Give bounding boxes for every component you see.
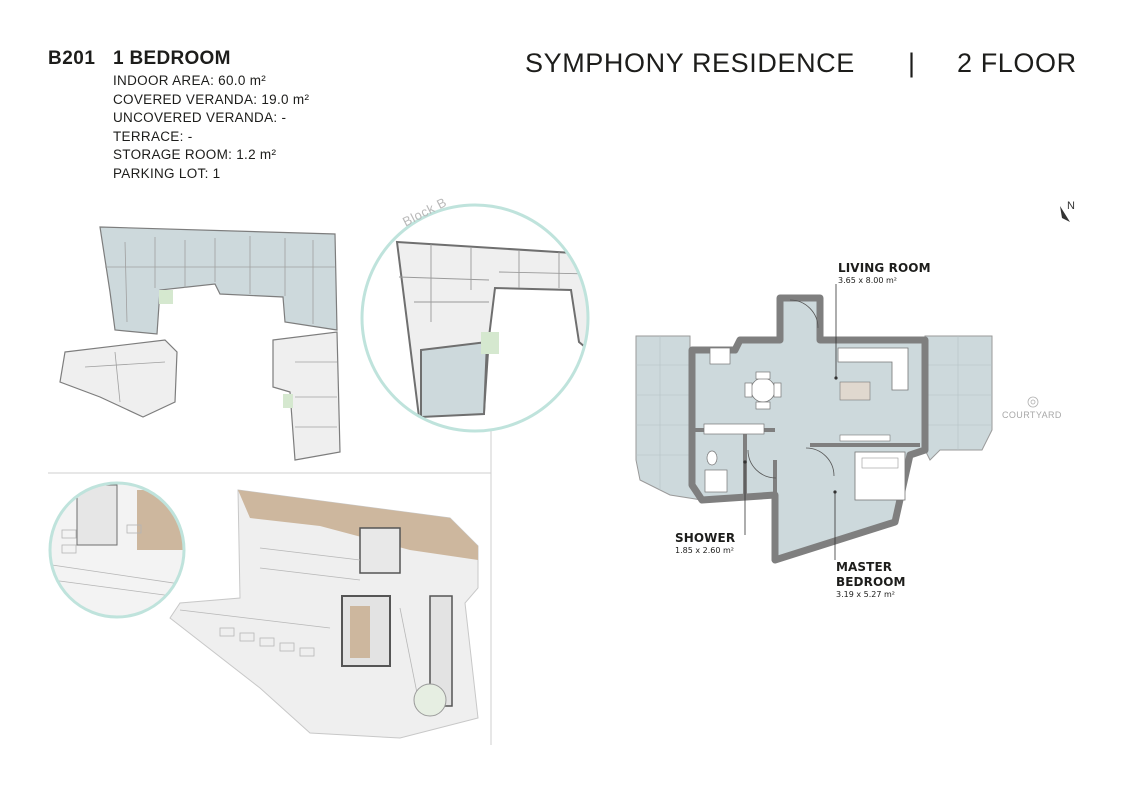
spec-indoor-area: INDOOR AREA: 60.0 m² <box>113 73 267 88</box>
master-bedroom-label: MASTER BEDROOM 3.19 x 5.27 m² <box>836 560 906 600</box>
spec-parking-lot: PARKING LOT: 1 <box>113 165 221 181</box>
shower-size: 1.85 x 2.60 m² <box>675 546 734 555</box>
unit-spec-list: INDOOR AREA: 60.0 m² COVERED VERANDA: 19… <box>113 72 309 183</box>
living-room-size: 3.65 x 8.00 m² <box>838 276 897 285</box>
block-zoom-circle <box>360 203 590 433</box>
site-zoom-circle <box>48 481 186 619</box>
living-room-label: LIVING ROOM 3.65 x 8.00 m² <box>838 261 931 286</box>
spec-covered-veranda: COVERED VERANDA: 19.0 m² <box>113 91 310 107</box>
unit-type: 1 BEDROOM <box>113 48 231 69</box>
project-title: SYMPHONY RESIDENCE <box>525 48 855 78</box>
title-separator: | <box>908 48 916 78</box>
spec-uncovered-veranda: UNCOVERED VERANDA: - <box>113 110 287 125</box>
shower-name: SHOWER <box>675 531 736 545</box>
master-bedroom-size: 3.19 x 5.27 m² <box>836 590 895 599</box>
spec-storage-room: STORAGE ROOM: 1.2 m² <box>113 147 277 162</box>
shower-label: SHOWER 1.85 x 2.60 m² <box>675 531 735 556</box>
north-label: N <box>1067 200 1075 212</box>
site-plan <box>169 489 479 739</box>
living-room-name: LIVING ROOM <box>838 261 931 275</box>
north-arrow-icon <box>1060 206 1070 222</box>
courtyard-label: COURTYARD <box>1002 410 1062 420</box>
master-bedroom-name-line2: BEDROOM <box>836 575 906 589</box>
master-bedroom-name-line1: MASTER <box>836 560 893 574</box>
floor-label: 2 FLOOR <box>957 48 1077 78</box>
unit-code: B201 <box>48 48 96 69</box>
building-key-plan <box>59 226 341 461</box>
courtyard-tree-icon <box>1027 396 1039 408</box>
spec-terrace: TERRACE: - <box>113 128 193 144</box>
apartment-floor-plan <box>635 284 993 564</box>
